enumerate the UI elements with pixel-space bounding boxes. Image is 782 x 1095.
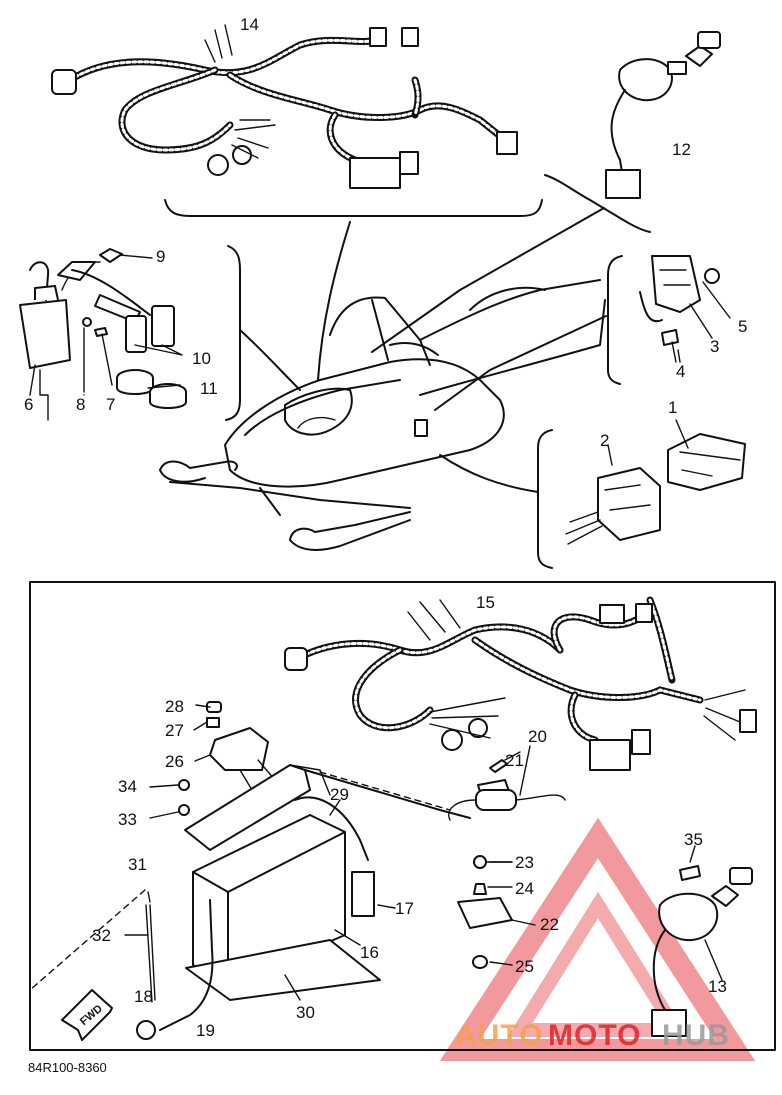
pointer-arrows (239, 207, 607, 493)
main-wire-harness-15 (284, 596, 757, 771)
callout-12: 12 (672, 140, 691, 159)
callout-27: 27 (165, 721, 184, 740)
callout-9: 9 (156, 247, 165, 266)
callout-24: 24 (515, 879, 534, 898)
callout-16: 16 (360, 943, 379, 962)
callout-35: 35 (684, 830, 703, 849)
cdi-magneto-group (565, 419, 746, 545)
main-wire-harness-14 (51, 24, 518, 189)
callout-5: 5 (738, 317, 747, 336)
callout-23: 23 (515, 853, 534, 872)
callout-19: 19 (196, 1021, 215, 1040)
callout-1: 1 (668, 398, 677, 417)
callout-31: 31 (128, 855, 147, 874)
callout-25: 25 (515, 957, 534, 976)
callout-15: 15 (476, 593, 495, 612)
callout-4: 4 (676, 362, 685, 381)
callout-3: 3 (710, 337, 719, 356)
callout-20: 20 (528, 727, 547, 746)
battery-group (124, 764, 471, 1040)
main-switch-13 (651, 867, 753, 1037)
callout-29: 29 (330, 785, 349, 804)
callout-34: 34 (118, 777, 137, 796)
callout-13: 13 (708, 977, 727, 996)
watermark-text-hub: HUB (662, 1019, 730, 1052)
dashed-leader (319, 771, 451, 811)
watermark-text-auto: AUTO (455, 1019, 543, 1052)
callout-32: 32 (92, 926, 111, 945)
callout-8: 8 (76, 395, 85, 414)
reference-code: 84R100-8360 (28, 1060, 107, 1075)
watermark-text-moto: MOTO (548, 1019, 641, 1052)
callout-33: 33 (118, 810, 137, 829)
callout-6: 6 (24, 395, 33, 414)
callout-18: 18 (134, 987, 153, 1006)
callout-30: 30 (296, 1003, 315, 1022)
dashed-leader-frame (29, 889, 146, 991)
callout-14: 14 (240, 15, 259, 34)
lower-panel-frame (29, 581, 776, 1051)
main-switch-12 (605, 31, 721, 199)
group-bracket-12 (544, 174, 651, 233)
group-bracket-14 (164, 199, 543, 217)
ignition-coil-group (19, 248, 187, 421)
callout-21: 21 (505, 751, 524, 770)
group-bracket-left (225, 245, 241, 421)
callout-2: 2 (600, 431, 609, 450)
callout-7: 7 (106, 395, 115, 414)
snowmobile-outline (159, 279, 606, 551)
group-bracket-lower-right (537, 429, 553, 569)
callout-26: 26 (165, 752, 184, 771)
fuse-holder-group (448, 745, 566, 821)
callout-17: 17 (395, 899, 414, 918)
callout-11: 11 (200, 379, 218, 398)
leader-lines-left (29, 254, 183, 396)
leader-30 (284, 974, 301, 1001)
leader-29 (329, 799, 341, 816)
callout-28: 28 (165, 697, 184, 716)
cdi-unit-group (639, 255, 731, 363)
fwd-arrow (61, 989, 113, 1041)
watermark-text: AUTO MOTO HUB (455, 1019, 730, 1052)
group-bracket-right (607, 255, 623, 385)
callout-22: 22 (540, 915, 559, 934)
leader-17 (377, 904, 396, 909)
callout-10: 10 (192, 349, 211, 368)
leader-16 (334, 929, 361, 946)
